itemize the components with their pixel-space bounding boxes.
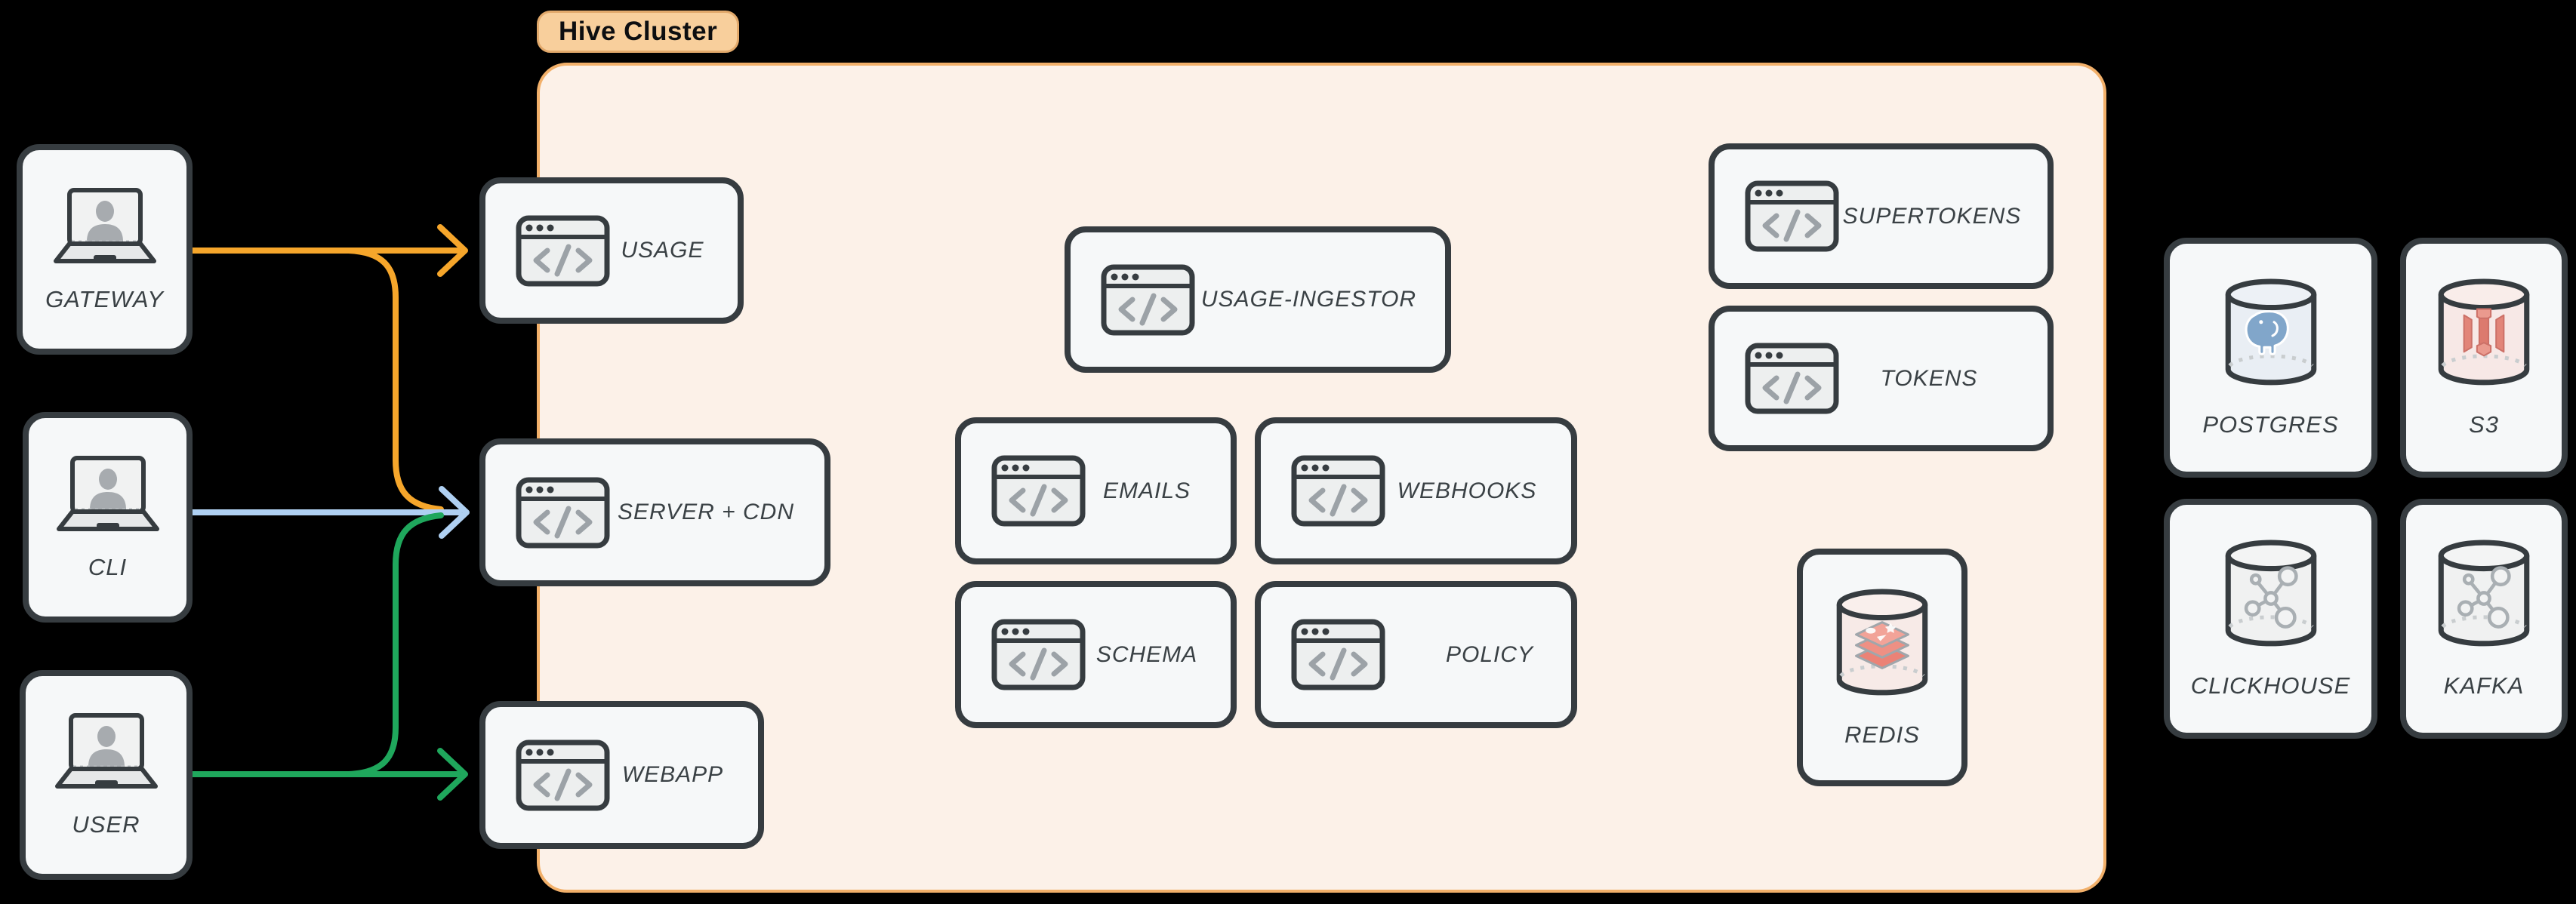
edge-user-green [190, 512, 468, 801]
node-kafka: KAFKA [2400, 499, 2568, 739]
node-user: USER [20, 670, 193, 880]
node-s3: S3 [2400, 238, 2568, 478]
cluster-title: Hive Cluster [537, 11, 740, 53]
edge-gateway-orange [190, 224, 468, 512]
node-label: CLI [88, 553, 128, 580]
node-label: GATEWAY [45, 285, 164, 312]
node-emails: EMAILS [955, 417, 1237, 564]
laptop-user-icon [50, 712, 163, 793]
node-supertokens: SUPERTOKENS [1709, 143, 2054, 289]
code-window-icon [1291, 619, 1385, 690]
clickhouse-database-icon [2221, 538, 2321, 653]
node-label: USAGE-INGESTOR [1200, 287, 1417, 312]
node-label: EMAILS [1102, 478, 1191, 503]
code-window-icon [1101, 264, 1195, 336]
node-tokens: TOKENS [1709, 306, 2054, 451]
node-label: TOKENS [1880, 365, 1978, 391]
node-label: CLICKHOUSE [2190, 672, 2351, 699]
code-window-icon [991, 455, 1086, 527]
laptop-user-icon [51, 454, 165, 536]
node-schema: SCHEMA [955, 581, 1237, 728]
code-window-icon [516, 739, 610, 811]
node-usage-ingestor: USAGE-INGESTOR [1065, 226, 1451, 373]
node-label: REDIS [1844, 721, 1920, 748]
s3-database-icon [2434, 277, 2534, 392]
node-webapp: WEBAPP [479, 701, 764, 849]
node-cli: CLI [23, 412, 193, 623]
node-label: SUPERTOKENS [1842, 203, 2022, 229]
node-policy: POLICY [1255, 581, 1577, 728]
postgres-database-icon [2221, 277, 2321, 392]
node-label: SERVER + CDN [617, 500, 794, 524]
kafka-database-icon [2434, 538, 2534, 653]
cluster-title-label: Hive Cluster [559, 17, 718, 46]
node-redis: REDIS [1797, 549, 1967, 786]
edge-cli-blue [190, 486, 470, 539]
code-window-icon [516, 477, 610, 549]
code-window-icon [516, 215, 610, 287]
code-window-icon [1745, 343, 1839, 414]
node-usage: USAGE [479, 177, 744, 324]
code-window-icon [1745, 180, 1839, 252]
laptop-user-icon [48, 186, 162, 268]
node-clickhouse: CLICKHOUSE [2164, 499, 2377, 739]
node-server-cdn: SERVER + CDN [479, 438, 830, 586]
node-gateway: GATEWAY [17, 144, 193, 355]
node-label: S3 [2469, 411, 2499, 438]
node-label: POLICY [1445, 641, 1534, 667]
code-window-icon [991, 619, 1086, 690]
node-label: WEBAPP [621, 762, 724, 787]
node-label: USER [72, 811, 140, 838]
node-label: SCHEMA [1095, 641, 1198, 667]
node-label: POSTGRES [2202, 411, 2339, 438]
node-postgres: POSTGRES [2164, 238, 2377, 478]
node-webhooks: WEBHOOKS [1255, 417, 1577, 564]
node-label: WEBHOOKS [1397, 478, 1537, 503]
node-label: USAGE [621, 238, 704, 263]
node-label: KAFKA [2443, 672, 2525, 699]
code-window-icon [1291, 455, 1385, 527]
redis-database-icon [1832, 587, 1932, 702]
